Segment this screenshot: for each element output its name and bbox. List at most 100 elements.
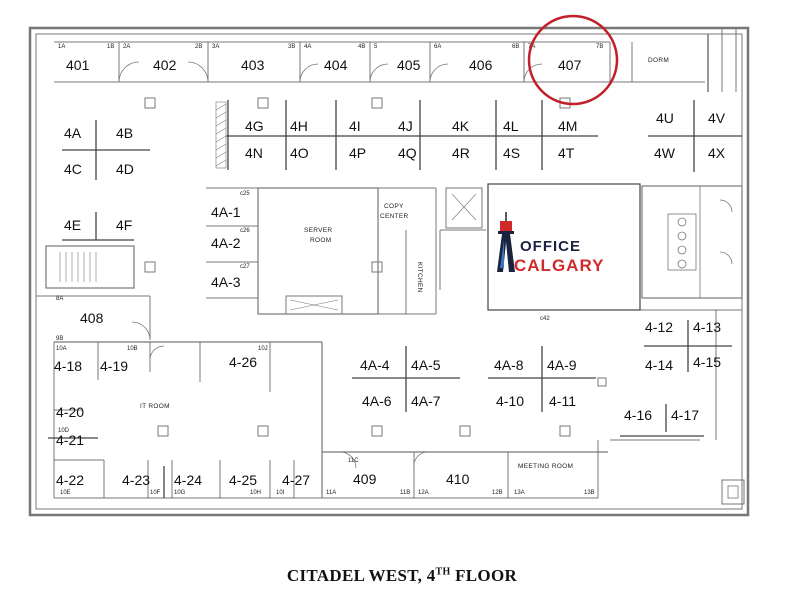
logo-calgary-text: CALGARY <box>514 256 604 275</box>
office-405: 405 <box>397 57 421 73</box>
desk-4t: 4T <box>558 145 575 161</box>
code-12b: 12B <box>492 490 503 496</box>
room-codes: 1A 1B 2A 2B 3A 3B 4A 4B 5 6A 6B 7A 7B 8A… <box>56 44 603 496</box>
desk-4-16: 4-16 <box>624 407 652 423</box>
code-11a: 11A <box>326 490 336 496</box>
desk-4b: 4B <box>116 125 133 141</box>
desk-4-23: 4-23 <box>122 472 150 488</box>
code-2a: 2A <box>123 44 130 50</box>
calgary-tower-icon <box>497 212 515 272</box>
room-dorm: DORM <box>648 57 669 64</box>
code-4b: 4B <box>358 44 365 50</box>
desk-4c: 4C <box>64 161 82 177</box>
code-10e: 10E <box>60 490 71 496</box>
desk-4n: 4N <box>245 145 263 161</box>
desk-4p: 4P <box>349 145 366 161</box>
desk-4a-7: 4A-7 <box>411 393 441 409</box>
desk-4-19: 4-19 <box>100 358 128 374</box>
code-12a: 12A <box>418 490 429 496</box>
plan-caption: CITADEL WEST, 4TH FLOOR <box>0 566 804 586</box>
code-10j: 10J <box>258 346 268 352</box>
code-6a: 6A <box>434 44 441 50</box>
desk-4o: 4O <box>290 145 309 161</box>
desk-4d: 4D <box>116 161 134 177</box>
desk-4-13: 4-13 <box>693 319 721 335</box>
office-409: 409 <box>353 471 377 487</box>
office-410: 410 <box>446 471 470 487</box>
floor-plan: 1A 1B 2A 2B 3A 3B 4A 4B 5 6A 6B 7A 7B 8A… <box>28 14 750 517</box>
room-names: DORM SERVER ROOM COPY CENTER KITCHEN IT … <box>140 57 669 470</box>
structural-columns <box>144 97 607 437</box>
room-it: IT ROOM <box>140 403 170 410</box>
code-10b: 10B <box>127 346 138 352</box>
desk-4q: 4Q <box>398 145 417 161</box>
hatched-partition <box>215 101 227 169</box>
room-server-line1: SERVER <box>304 227 332 234</box>
office-labels: 401 402 403 404 405 406 407 408 409 410 <box>66 57 582 487</box>
desk-4a-2: 4A-2 <box>211 235 241 251</box>
caption-superscript: TH <box>435 566 451 578</box>
desk-4j: 4J <box>398 118 413 134</box>
desk-4i: 4I <box>349 118 361 134</box>
highlight-circle <box>527 14 619 106</box>
room-meeting: MEETING ROOM <box>518 463 573 470</box>
code-10i: 10I <box>276 490 285 496</box>
office-401: 401 <box>66 57 90 73</box>
code-5: 5 <box>374 44 378 50</box>
desk-4w: 4W <box>654 145 676 161</box>
code-c42: c42 <box>540 316 550 322</box>
desk-4v: 4V <box>708 110 726 126</box>
code-10a: 10A <box>56 346 67 352</box>
desk-4a-6: 4A-6 <box>362 393 392 409</box>
caption-main: CITADEL WEST, 4 <box>286 566 436 585</box>
code-11c: 11C <box>348 458 359 464</box>
desk-4k: 4K <box>452 118 470 134</box>
office-402: 402 <box>153 57 177 73</box>
code-3a: 3A <box>212 44 219 50</box>
desk-4f: 4F <box>116 217 132 233</box>
desk-4-14: 4-14 <box>645 357 673 373</box>
code-11b: 11B <box>400 490 410 496</box>
code-c27: c27 <box>240 264 250 270</box>
code-6b: 6B <box>512 44 519 50</box>
desk-4m: 4M <box>558 118 577 134</box>
desk-4r: 4R <box>452 145 470 161</box>
room-copy-line2: CENTER <box>380 213 409 220</box>
desk-4a-5: 4A-5 <box>411 357 441 373</box>
office-404: 404 <box>324 57 348 73</box>
room-kitchen: KITCHEN <box>416 262 423 293</box>
desk-4a-1: 4A-1 <box>211 204 241 220</box>
code-1b: 1B <box>107 44 114 50</box>
room-server-line2: ROOM <box>310 237 331 244</box>
desk-4-11: 4-11 <box>549 393 576 409</box>
desk-4e: 4E <box>64 217 81 233</box>
building-walls <box>28 26 750 517</box>
desk-4g: 4G <box>245 118 264 134</box>
desk-4x: 4X <box>708 145 726 161</box>
office-407: 407 <box>558 57 582 73</box>
desk-4-18: 4-18 <box>54 358 82 374</box>
caption-tail: FLOOR <box>450 566 518 585</box>
logo-office-text: OFFICE <box>520 238 581 255</box>
desk-4a-3: 4A-3 <box>211 274 241 290</box>
desk-4-17: 4-17 <box>671 407 699 423</box>
code-8a: 8A <box>56 296 63 302</box>
code-2b: 2B <box>195 44 202 50</box>
desk-4a-9: 4A-9 <box>547 357 577 373</box>
desk-4a-4: 4A-4 <box>360 357 390 373</box>
code-10g: 10G <box>174 490 186 496</box>
code-7b: 7B <box>596 44 603 50</box>
code-13a: 13A <box>514 490 525 496</box>
code-10f: 10F <box>150 490 161 496</box>
desk-labels: 4A 4B 4C 4D 4E 4F 4G 4H 4I 4J 4K 4L 4M 4… <box>54 110 726 488</box>
room-copy-line1: COPY <box>384 203 404 210</box>
code-c26: c26 <box>240 228 250 234</box>
code-3b: 3B <box>288 44 295 50</box>
desk-4-26: 4-26 <box>229 354 257 370</box>
office-408: 408 <box>80 310 104 326</box>
code-10d: 10D <box>58 428 70 434</box>
desk-4s: 4S <box>503 145 520 161</box>
desk-4a: 4A <box>64 125 82 141</box>
desk-partitions <box>48 100 742 498</box>
code-c25: c25 <box>240 191 250 197</box>
